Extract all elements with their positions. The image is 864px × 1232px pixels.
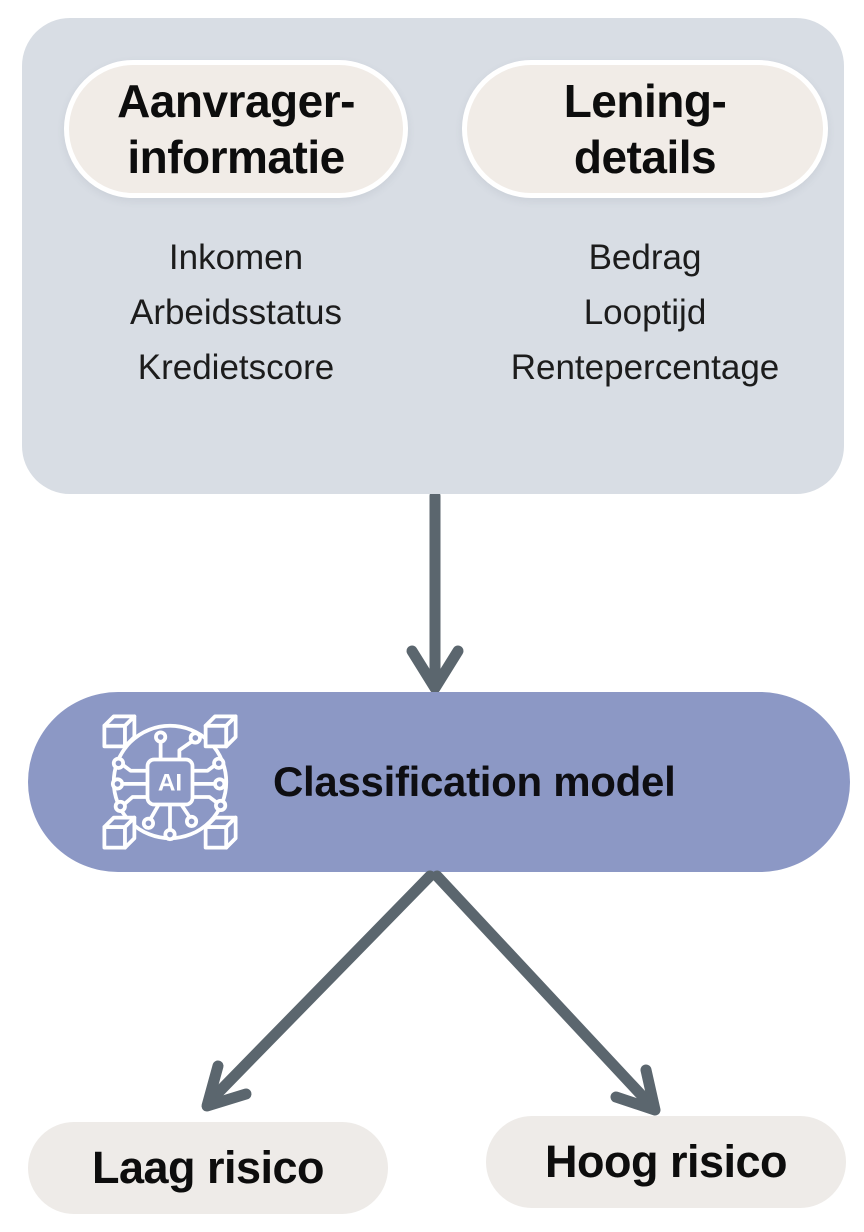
applicant-info-title-line: informatie	[127, 131, 345, 183]
high-risk-pill: Hoog risico	[486, 1116, 846, 1208]
loan-details-pill: Lening- details	[462, 60, 828, 198]
arrow-branches-icon	[201, 870, 661, 1116]
list-item: Looptijd	[583, 293, 707, 332]
ai-chip-icon: AI	[102, 714, 238, 850]
list-item: Bedrag	[588, 238, 702, 277]
applicant-info-title-line: Aanvrager-	[117, 75, 355, 127]
applicant-info-pill: Aanvrager- informatie	[64, 60, 408, 198]
list-item: Inkomen	[168, 238, 304, 277]
inputs-box: Aanvrager- informatie Lening- details In…	[22, 18, 844, 494]
arrow-down-icon	[406, 494, 464, 694]
list-item: Rentepercentage	[510, 348, 780, 387]
classification-model-pill: AI Classification model	[28, 692, 850, 872]
loan-details-items: Bedrag Looptijd Rentepercentage	[462, 230, 828, 395]
applicant-info-items: Inkomen Arbeidsstatus Kredietscore	[64, 230, 408, 395]
high-risk-label: Hoog risico	[544, 1136, 788, 1187]
list-item: Arbeidsstatus	[129, 293, 343, 332]
low-risk-label: Laag risico	[91, 1142, 325, 1193]
ai-chip-label: AI	[158, 769, 182, 796]
classification-model-label: Classification model	[273, 758, 676, 805]
loan-details-title-line: Lening-	[563, 75, 727, 127]
low-risk-pill: Laag risico	[28, 1122, 388, 1214]
loan-details-title-line: details	[573, 131, 717, 183]
list-item: Kredietscore	[137, 348, 335, 387]
